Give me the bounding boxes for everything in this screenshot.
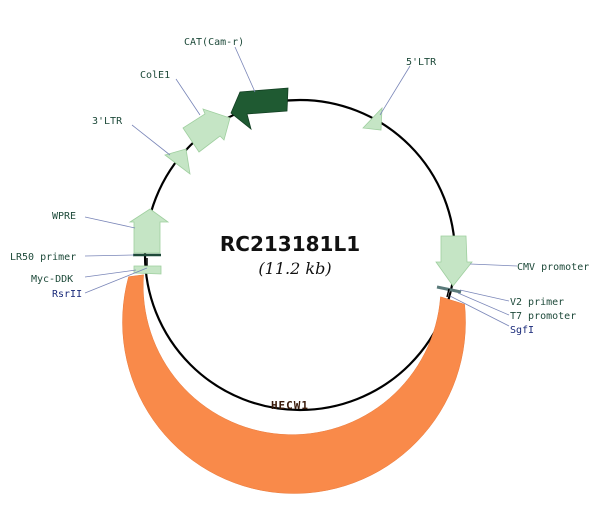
myc-ddk-box [133, 265, 162, 275]
ltr3-leader [131, 124, 171, 156]
t7-promoter-label: T7 promoter [510, 311, 576, 322]
plasmid-name: RC213181L1 [220, 232, 360, 256]
cat-label: CAT(Cam-r) [184, 37, 244, 48]
sgfi-label: SgfI [510, 325, 534, 336]
cmv-label: CMV promoter [517, 262, 589, 273]
cat-leader [234, 46, 256, 93]
myc-ddk-label: Myc-DDK [31, 274, 73, 285]
cmv-promoter-arrow [435, 235, 473, 287]
rsrii-label: RsrII [52, 289, 82, 300]
wpre-arrow [128, 208, 170, 254]
cole1-label: ColE1 [140, 70, 170, 81]
ltr5-arrow [362, 106, 383, 131]
wpre-leader [84, 216, 136, 229]
cole1-arrow [182, 108, 231, 153]
v2-leader [459, 289, 510, 302]
hecw1-insert-arc [122, 274, 466, 494]
myc-ddk-leader [84, 269, 137, 278]
cat-arrow [230, 87, 289, 131]
ltr3-arrow [164, 148, 191, 175]
cmv-leader [469, 263, 518, 267]
sgfi-site-mark [446, 288, 450, 298]
plasmid-size: (11.2 kb) [258, 259, 331, 278]
cole1-leader [175, 78, 201, 116]
insert-label: HECW1 [271, 399, 309, 412]
ltr5-label: 5'LTR [406, 57, 437, 68]
t7-leader [457, 292, 510, 316]
lr50-label: LR50 primer [10, 252, 76, 263]
wpre-label: WPRE [52, 211, 76, 222]
ltr3-label: 3'LTR [92, 116, 123, 127]
v2-primer-label: V2 primer [510, 297, 564, 308]
sgfi-leader [449, 295, 510, 327]
rsrii-leader [84, 267, 148, 294]
lr50-leader [84, 254, 135, 257]
ltr5-leader [379, 65, 411, 116]
